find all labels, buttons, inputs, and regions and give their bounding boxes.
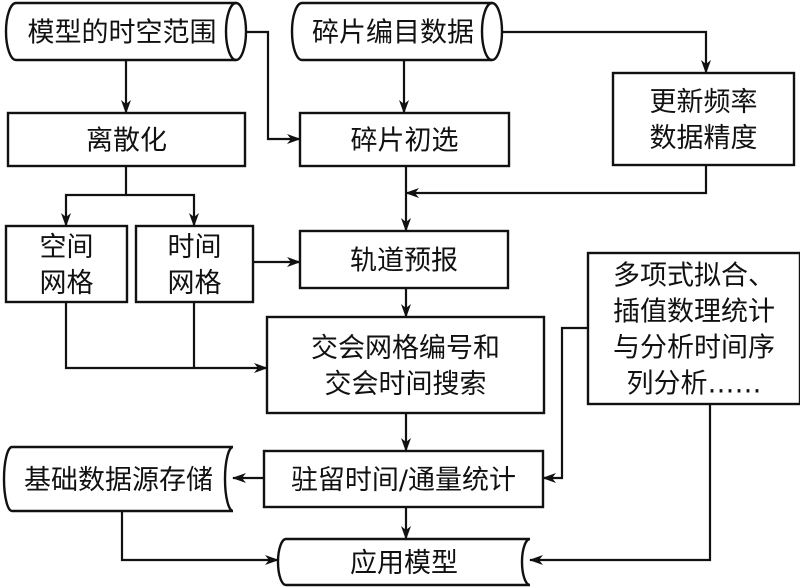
node-app-model: 应用模型 bbox=[276, 537, 531, 587]
edge-space-grid-to-intersect-grid bbox=[64, 302, 268, 373]
process-box bbox=[586, 251, 800, 406]
stored-data-shape bbox=[276, 537, 531, 587]
process-box bbox=[611, 71, 796, 167]
edge-analysis-methods-to-app-model bbox=[529, 404, 712, 565]
process-box bbox=[262, 449, 545, 509]
process-box bbox=[6, 111, 247, 168]
node-label: 插值数理统计 bbox=[613, 297, 775, 328]
node-label: 网格 bbox=[40, 268, 94, 299]
node-label: 碎片初选 bbox=[351, 126, 459, 157]
node-label: 与分析时间序 bbox=[613, 333, 775, 364]
edge-discretize-to-time-grid bbox=[126, 193, 199, 227]
cylinder-end bbox=[480, 1, 493, 62]
node-label: 交会网格编号和 bbox=[311, 333, 500, 364]
node-analysis-methods: 多项式拟合、插值数理统计与分析时间序列分析…… bbox=[586, 251, 800, 406]
edge-update-freq-to-orbit-predict bbox=[405, 165, 708, 198]
node-label: 多项式拟合、 bbox=[613, 261, 775, 292]
process-box bbox=[4, 224, 129, 304]
node-label: 列分析…… bbox=[627, 369, 762, 400]
process-box bbox=[134, 224, 255, 304]
node-label: 驻留时间/通量统计 bbox=[291, 465, 516, 496]
edge-discretize-to-space-grid bbox=[61, 166, 128, 227]
edge-analysis-methods-to-dwell-flux bbox=[542, 326, 588, 483]
node-debris-prefilter: 碎片初选 bbox=[298, 111, 511, 168]
node-label: 网格 bbox=[168, 268, 222, 299]
edges bbox=[61, 30, 712, 565]
node-debris-catalog: 碎片编目数据 bbox=[290, 1, 504, 62]
node-discretize: 离散化 bbox=[6, 111, 247, 168]
node-label: 轨道预报 bbox=[350, 246, 458, 277]
node-label: 模型的时空范围 bbox=[28, 18, 217, 49]
process-box bbox=[298, 111, 511, 168]
node-label: 交会时间搜索 bbox=[325, 369, 487, 400]
node-orbit-predict: 轨道预报 bbox=[298, 229, 510, 290]
node-label: 基础数据源存储 bbox=[24, 465, 213, 496]
node-model-spacetime: 模型的时空范围 bbox=[4, 1, 248, 62]
edge-base-storage-to-app-model bbox=[120, 511, 279, 565]
node-label: 空间 bbox=[40, 232, 94, 263]
node-label: 更新频率 bbox=[650, 87, 758, 118]
cylinder-end bbox=[224, 1, 237, 62]
node-label: 离散化 bbox=[86, 126, 167, 157]
edge-model-spacetime-to-debris-prefilter bbox=[246, 30, 301, 144]
stored-data-shape bbox=[2, 445, 234, 513]
node-dwell-flux: 驻留时间/通量统计 bbox=[262, 449, 545, 509]
edge-debris-catalog-to-update-freq bbox=[502, 30, 711, 74]
node-label: 数据精度 bbox=[650, 123, 758, 154]
process-box bbox=[298, 229, 510, 290]
node-label: 应用模型 bbox=[350, 548, 458, 579]
node-label: 时间 bbox=[168, 232, 222, 263]
node-base-storage: 基础数据源存储 bbox=[2, 445, 234, 513]
node-label: 碎片编目数据 bbox=[312, 18, 474, 49]
process-box bbox=[265, 315, 546, 415]
